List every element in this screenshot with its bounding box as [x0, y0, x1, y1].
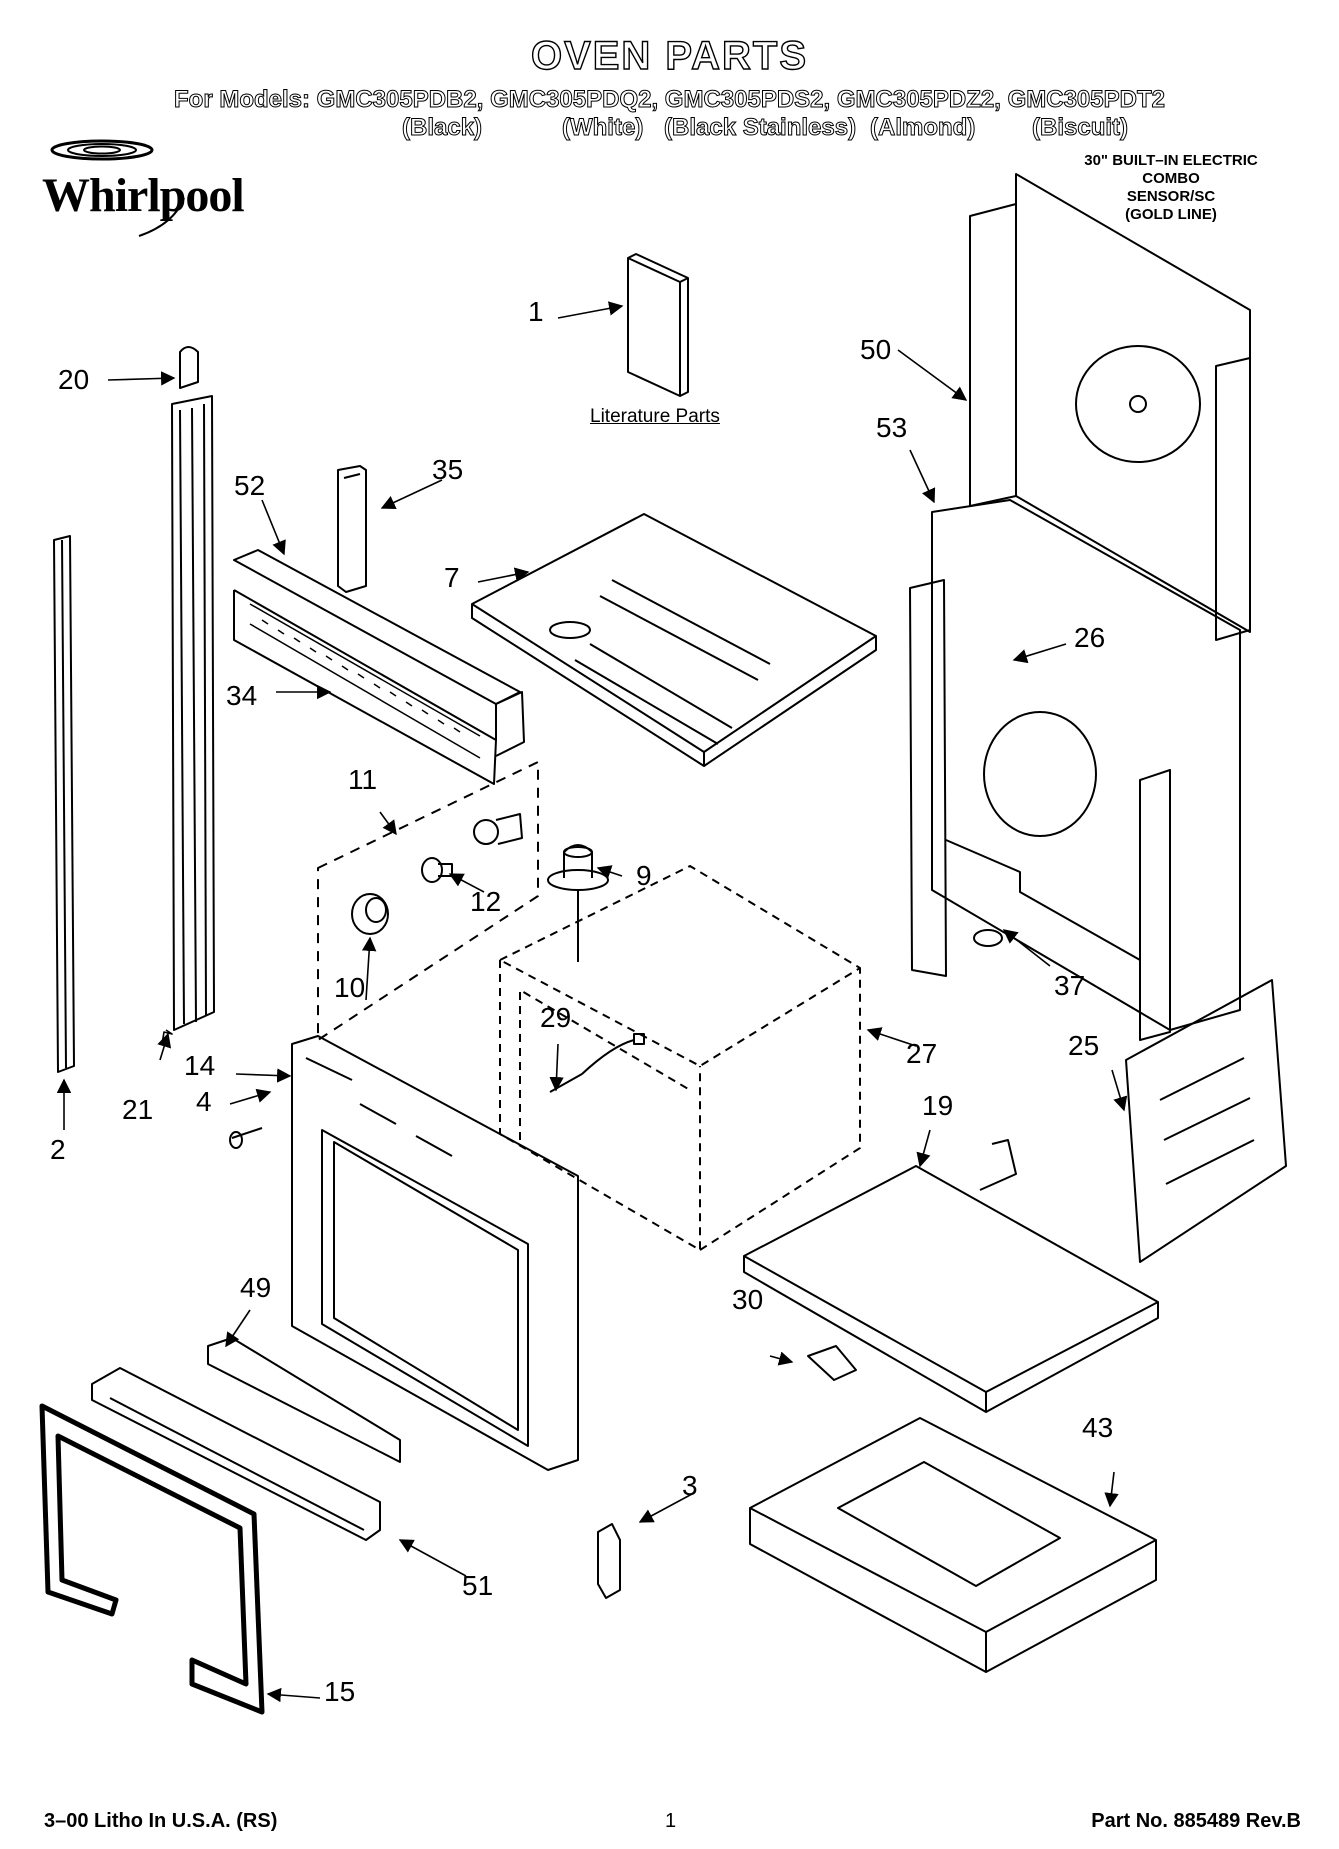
callout-20: 20 [58, 364, 90, 395]
callout-9: 9 [636, 860, 652, 891]
part-34-52-vent [233, 549, 525, 785]
callout-43: 43 [1082, 1412, 1114, 1443]
whirlpool-swirl-icon [50, 139, 185, 237]
leader-lines [56, 301, 1128, 1703]
part-25-side-panel [1125, 979, 1287, 1263]
brand-wordmark: Whirlpool [42, 169, 245, 222]
callout-37: 37 [1054, 970, 1086, 1001]
footer-part-number: Part No. 8854​89 Rev.B [1091, 1810, 1301, 1832]
part-49-channel [207, 1337, 401, 1463]
spec-line: (GOLD LINE) [1125, 206, 1217, 223]
literature-parts-label: Literature Parts [590, 406, 720, 427]
part-35-clip [337, 465, 367, 593]
callout-3: 3 [682, 1470, 698, 1501]
part-50-rear-panel [969, 173, 1251, 641]
part-12-small-knob [421, 857, 453, 883]
part-2-strip [53, 535, 75, 1073]
part-3-bracket [597, 1523, 621, 1599]
part-15-door-gasket [39, 1403, 265, 1715]
color-white: (White) [561, 114, 644, 142]
callout-7: 7 [444, 562, 460, 593]
spec-line: 30" BUILT–IN ELECTRIC [1084, 152, 1258, 169]
part-19-bottom-cover [743, 1139, 1159, 1413]
callout-50: 50 [860, 334, 892, 365]
callout-1: 1 [528, 296, 544, 327]
spec-line: COMBO [1142, 170, 1200, 187]
part-20-cap [179, 346, 199, 389]
callout-49: 49 [240, 1272, 272, 1303]
callout-53: 53 [876, 412, 908, 443]
callout-15: 15 [324, 1676, 356, 1707]
color-black-stainless: (Black Stainless) [663, 114, 857, 142]
callout-21: 21 [122, 1094, 154, 1125]
part-7-top-plate [471, 513, 877, 767]
part-27-oven-cavity [499, 865, 861, 1251]
part-14-front-frame [291, 1035, 579, 1471]
part-10-knob [351, 893, 389, 935]
callout-2: 2 [50, 1134, 66, 1165]
callout-25: 25 [1068, 1030, 1100, 1061]
part-11-fuse [473, 813, 523, 845]
spec-block: 30" BUILT–IN ELECTRIC COMBO SENSOR/SC (G… [1041, 152, 1301, 224]
part-literature-booklet [627, 253, 689, 397]
part-51-vent-trim [91, 1367, 381, 1541]
color-biscuit: (Biscuit) [1032, 114, 1129, 142]
page-title: OVEN PARTS [530, 33, 809, 78]
callout-11: 11 [348, 764, 378, 795]
callout-4: 4 [196, 1086, 212, 1117]
callout-12: 12 [470, 886, 502, 917]
callout-27: 27 [906, 1038, 938, 1069]
callout-30: 30 [732, 1284, 764, 1315]
part-29-probe [549, 1033, 645, 1093]
callout-19: 19 [922, 1090, 954, 1121]
callout-52: 52 [234, 470, 266, 501]
part-9-vent-cap [547, 844, 609, 962]
callout-34: 34 [226, 680, 258, 711]
part-37-sensor [973, 929, 1003, 947]
footer-page-number: 1 [665, 1810, 677, 1832]
part-30-clip [807, 1345, 857, 1381]
callout-29: 29 [540, 1002, 572, 1033]
color-almond: (Almond) [869, 114, 976, 142]
part-21-side-trim [171, 395, 215, 1031]
part-4-screw [229, 1127, 263, 1149]
callout-10: 10 [334, 972, 366, 1003]
models-line: For Models: GMC305PDB2, GMC305PDQ2, GMC3… [174, 86, 1166, 114]
part-43-bottom-tray [749, 1417, 1157, 1673]
spec-line: SENSOR/SC [1126, 188, 1216, 205]
part-11-group-outline [317, 761, 539, 1041]
part-26-53-rear-wall [909, 499, 1241, 1041]
whirlpool-logo: Whirlpool [34, 138, 264, 238]
callout-26: 26 [1074, 622, 1106, 653]
callout-51: 51 [462, 1570, 494, 1601]
callout-35: 35 [432, 454, 464, 485]
color-black: (Black) [401, 114, 483, 142]
callout-14: 14 [184, 1050, 216, 1081]
footer-litho: 3–00 Litho In U.S.A. (RS) [44, 1810, 278, 1832]
